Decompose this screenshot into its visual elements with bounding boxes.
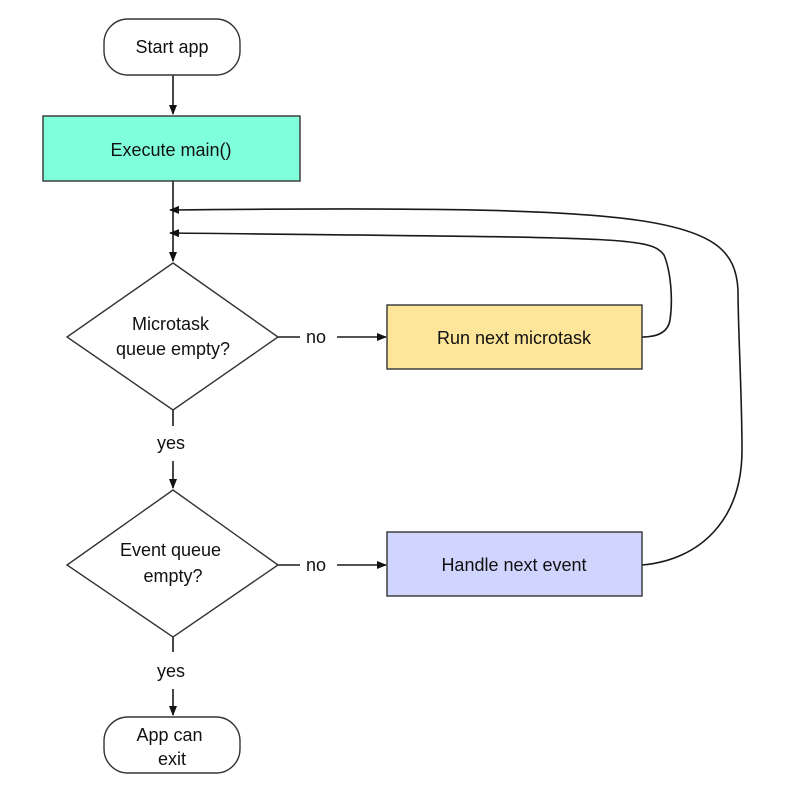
start-app-label: Start app [135,37,208,57]
microtask-check-label-line-1: Microtask [132,314,210,334]
app-can-exit-label-line-2: exit [158,749,186,769]
event-check-shape [65,489,280,638]
edge-label-event-yes: yes [157,661,185,681]
start-app-shape [103,18,241,76]
microtask-check-label: Microtask queue empty? [116,314,230,359]
edge-event-loopback [169,205,743,566]
edge-microtask-loopback [169,229,673,338]
microtask-check-shape [65,262,280,411]
event-check-label-line-2: empty? [143,566,202,586]
node-execute-main: Execute main() [42,115,301,182]
handle-next-event-label: Handle next event [441,555,586,575]
execute-main-shape [42,115,301,182]
edge-label-microtask-yes: yes [157,433,185,453]
event-check-label-line-1: Event queue [120,540,221,560]
microtask-check-label-line-2: queue empty? [116,339,230,359]
node-app-can-exit: App can exit [103,716,241,774]
app-can-exit-label-line-1: App can [136,725,202,745]
edge-label-microtask-no: no [306,327,326,347]
execute-main-label: Execute main() [110,140,231,160]
node-run-next-microtask: Run next microtask [386,304,643,370]
node-handle-next-event: Handle next event [386,531,643,597]
handle-next-event-shape [386,531,643,597]
node-event-check: Event queue empty? [65,489,280,638]
event-check-label: Event queue empty? [120,540,226,586]
run-next-microtask-shape [386,304,643,370]
node-microtask-check: Microtask queue empty? [65,262,280,411]
edge-label-event-no: no [306,555,326,575]
app-can-exit-label: App can exit [136,725,207,769]
node-start-app: Start app [103,18,241,76]
run-next-microtask-label: Run next microtask [437,328,592,348]
app-can-exit-shape [103,716,241,774]
